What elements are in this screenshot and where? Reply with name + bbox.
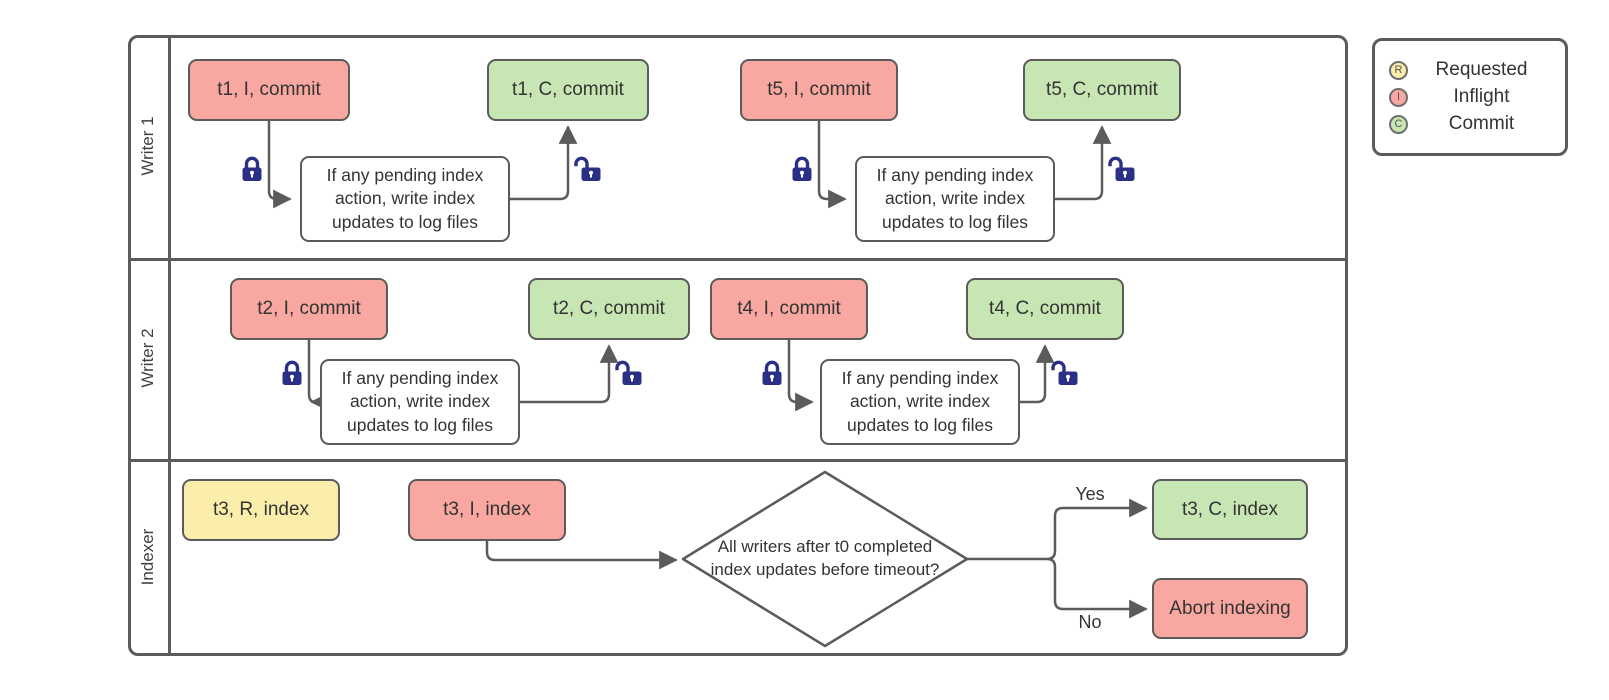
no-edge-label: No [1078,612,1102,632]
lane-label-strip-divider [168,35,171,656]
node-t3-commit: t3, C, index [1152,479,1308,540]
edge-t1-inflight-to-note [267,121,292,209]
legend-item-requested: R Requested [1389,59,1555,81]
node-t4-commit: t4, C, commit [966,278,1124,340]
lane-separator-1 [128,258,1348,261]
node-t1-inflight: t1, I, commit [188,59,350,121]
lane-separator-2 [128,459,1348,462]
decision-text: All writers after t0 completed index upd… [710,537,940,579]
edge-t4-inflight-to-note [787,340,814,412]
legend: R Requested I Inflight C Commit [1372,38,1568,156]
pending-note-4: If any pending index action, write index… [820,359,1020,445]
pending-note-1: If any pending index action, write index… [300,156,510,242]
legend-label: Commit [1448,113,1515,134]
edge-t2-inflight-to-note [307,340,329,412]
yes-edge-label: Yes [1075,484,1105,504]
edge-decision-yes [967,498,1148,561]
edge-note-to-t5-commit [1055,125,1112,201]
lock-open-icon-4 [1051,360,1078,385]
pending-note-2: If any pending index action, write index… [855,156,1055,242]
edge-note-to-t4-commit [1020,344,1055,404]
node-t2-inflight: t2, I, commit [230,278,388,340]
requested-badge-icon: R [1389,60,1408,80]
lock-closed-icon-2 [792,156,812,181]
legend-label: Inflight [1453,86,1510,107]
node-t1-commit: t1, C, commit [487,59,649,121]
edge-note-to-t2-commit [520,344,619,404]
edge-decision-no [1046,557,1148,619]
legend-item-commit: C Commit [1389,113,1555,135]
node-t3-inflight: t3, I, index [408,479,566,541]
decision-diamond [681,470,969,648]
edge-note-to-t1-commit [510,125,578,201]
legend-label: Requested [1435,59,1528,80]
node-abort-indexing: Abort indexing [1152,578,1308,639]
edge-t5-inflight-to-note [817,121,847,209]
legend-item-inflight: I Inflight [1389,86,1555,108]
node-t5-commit: t5, C, commit [1023,59,1181,121]
pending-note-3: If any pending index action, write index… [320,359,520,445]
lock-closed-icon-4 [762,360,782,385]
lock-closed-icon-3 [282,360,302,385]
node-t3-requested: t3, R, index [182,479,340,541]
node-t2-commit: t2, C, commit [528,278,690,340]
lock-open-icon-2 [1108,156,1135,181]
lock-open-icon-1 [574,156,601,181]
node-t4-inflight: t4, I, commit [710,278,868,340]
lock-closed-icon-1 [242,156,262,181]
node-t5-inflight: t5, I, commit [740,59,898,121]
edge-t3-inflight-to-decision [485,541,678,570]
inflight-badge-icon: I [1389,87,1408,107]
commit-badge-icon: C [1389,114,1408,134]
lock-open-icon-3 [615,360,642,385]
